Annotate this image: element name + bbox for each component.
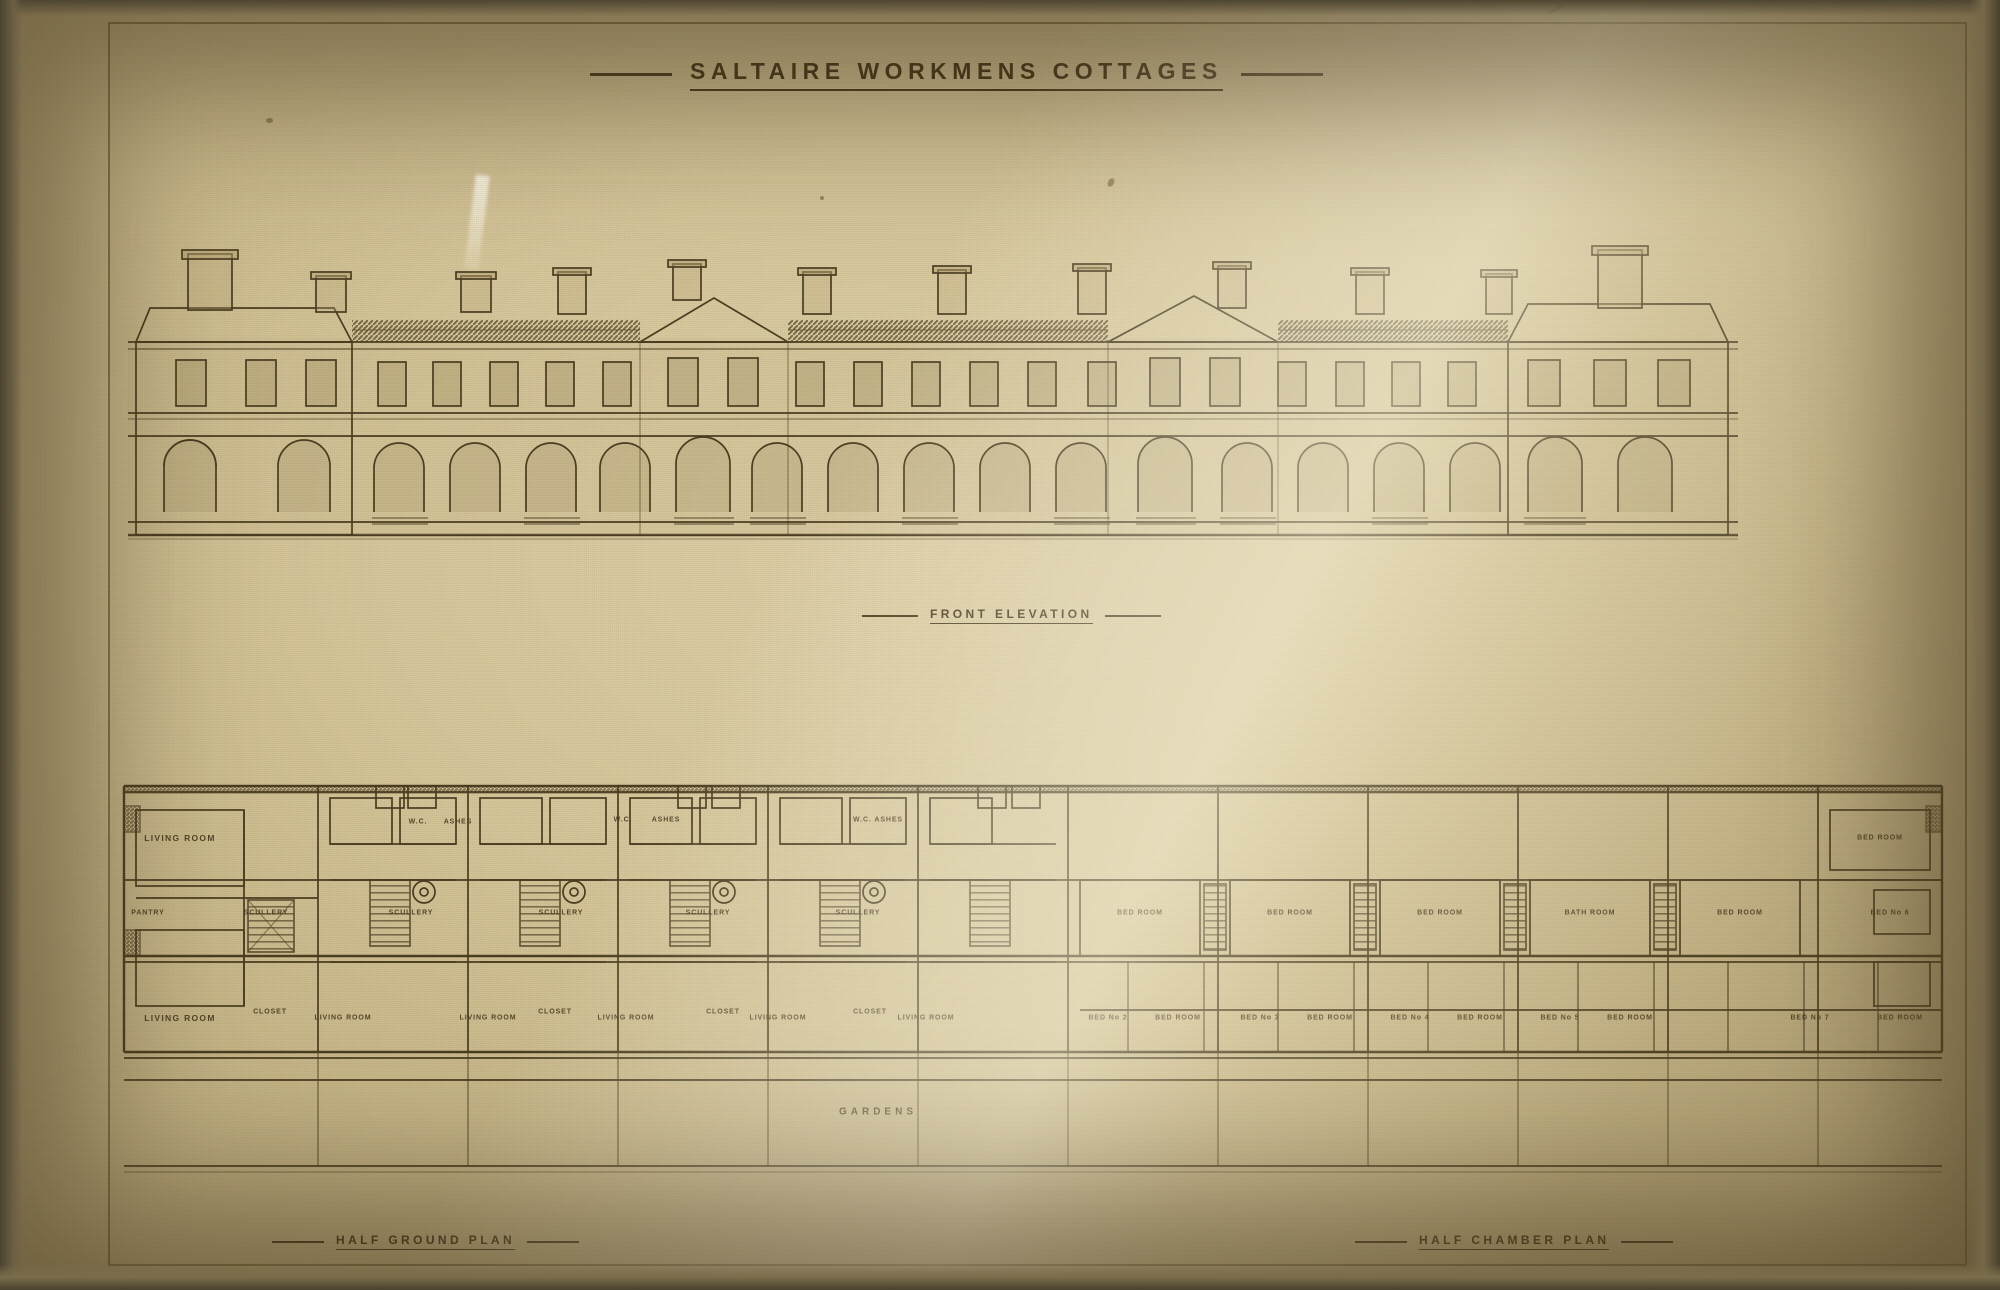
page-title: SALTAIRE WORKMENS COTTAGES	[690, 58, 1223, 91]
room-label: CLOSET	[706, 1008, 740, 1016]
room-label: BED ROOM	[1267, 909, 1313, 917]
caption-half-chamber-plan-text: HALF CHAMBER PLAN	[1419, 1233, 1610, 1250]
room-label: CLOSET	[253, 1008, 287, 1016]
room-label: LIVING ROOM	[897, 1014, 955, 1022]
room-label: BED No 3	[1240, 1014, 1280, 1022]
caption-front-elevation-text: FRONT ELEVATION	[930, 607, 1093, 624]
title-rule-right	[1240, 73, 1323, 76]
dust-speck	[820, 196, 824, 200]
room-label: SCULLERY	[685, 909, 731, 917]
caption-front-elevation: FRONT ELEVATION	[862, 607, 1161, 624]
gardens-label: GARDENS	[838, 1106, 918, 1118]
wc-label: W.C.	[613, 816, 633, 824]
caption-rule-right	[1621, 1240, 1674, 1243]
room-label: BED No 5	[1540, 1014, 1580, 1022]
ashes-label: ASHES	[443, 818, 473, 826]
room-label: BATH ROOM	[1564, 909, 1616, 917]
caption-rule-left	[1355, 1240, 1407, 1243]
room-label: LIVING ROOM	[749, 1014, 807, 1022]
room-label: BED ROOM	[1307, 1014, 1353, 1022]
dust-speck	[266, 118, 273, 123]
room-label: BED ROOM	[1155, 1014, 1201, 1022]
caption-rule-right	[1104, 614, 1161, 617]
room-label: BED ROOM	[1417, 909, 1463, 917]
room-label: BED ROOM	[1607, 1014, 1653, 1022]
caption-half-ground-plan: HALF GROUND PLAN	[272, 1233, 580, 1250]
title-rule-left	[590, 73, 672, 76]
room-label: BED ROOM	[1457, 1014, 1503, 1022]
room-label: BED ROOM	[1877, 1014, 1923, 1022]
caption-half-ground-plan-text: HALF GROUND PLAN	[336, 1233, 516, 1250]
room-label: BED ROOM	[1717, 909, 1763, 917]
room-label: LIVING ROOM	[314, 1014, 372, 1022]
room-label: BED No 4	[1390, 1014, 1430, 1022]
room-label: SCULLERY	[388, 909, 434, 917]
room-label: SCULLERY	[835, 909, 881, 917]
caption-rule-left	[862, 614, 918, 617]
caption-rule-left	[272, 1240, 324, 1243]
room-label: LIVING ROOM	[459, 1014, 517, 1022]
room-label: BED No 6	[1870, 909, 1910, 917]
front-elevation-drawing	[128, 245, 1738, 590]
wc-label: W.C.	[408, 818, 428, 826]
room-label: PANTRY	[131, 909, 165, 917]
room-label: BED ROOM	[1117, 909, 1163, 917]
room-label: LIVING ROOM	[144, 833, 216, 843]
wc-ashes-label: W.C. ASHES	[853, 816, 903, 824]
room-label: LIVING ROOM	[144, 1013, 216, 1023]
ashes-label: ASHES	[651, 816, 681, 824]
room-label: LIVING ROOM	[597, 1014, 655, 1022]
room-label: CLOSET	[853, 1008, 887, 1016]
room-label: BED No 7	[1790, 1014, 1830, 1022]
room-label: BED No 2	[1088, 1014, 1128, 1022]
floor-plans-drawing: LIVING ROOM PANTRY LIVING ROOM SCULLERY …	[118, 780, 1948, 1200]
room-label: BED ROOM	[1857, 834, 1903, 842]
room-label: SCULLERY	[243, 909, 289, 917]
caption-half-chamber-plan: HALF CHAMBER PLAN	[1355, 1233, 1674, 1250]
room-label: SCULLERY	[538, 909, 584, 917]
room-label: CLOSET	[538, 1008, 572, 1016]
drawing-title: SALTAIRE WORKMENS COTTAGES	[590, 58, 1323, 91]
caption-rule-right	[527, 1240, 580, 1243]
